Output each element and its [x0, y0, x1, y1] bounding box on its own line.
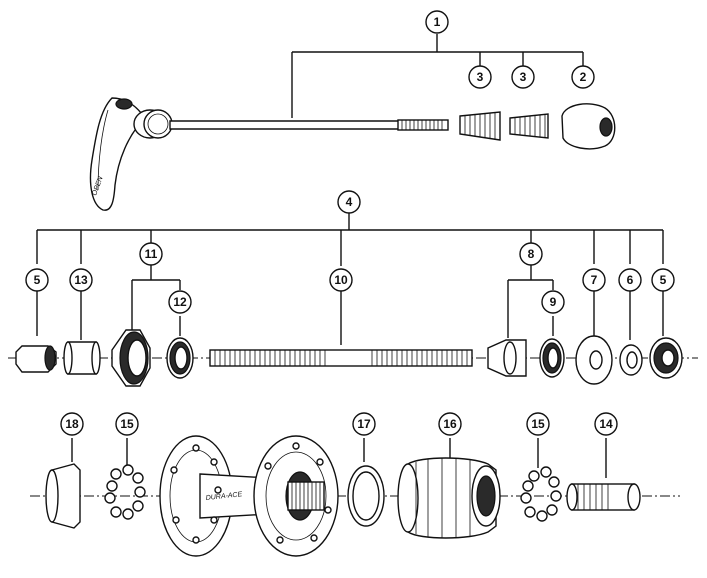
svg-text:6: 6 [627, 273, 634, 287]
svg-text:16: 16 [443, 417, 457, 431]
locknut-right [649, 337, 683, 379]
callout-3-left: 3 [468, 65, 492, 89]
cone-left [111, 329, 151, 387]
callout-18: 18 [60, 412, 84, 436]
svg-text:5: 5 [660, 273, 667, 287]
freehub-body [397, 457, 501, 539]
washer-large [575, 335, 613, 385]
svg-text:2: 2 [580, 70, 587, 84]
seal-left [166, 337, 194, 379]
callout-15-left: 15 [115, 412, 139, 436]
callout-2: 2 [571, 65, 595, 89]
svg-text:17: 17 [357, 417, 371, 431]
svg-text:13: 13 [74, 273, 88, 287]
svg-text:7: 7 [591, 273, 598, 287]
callout-5-right: 5 [651, 268, 675, 292]
svg-text:3: 3 [520, 70, 527, 84]
svg-text:12: 12 [173, 295, 187, 309]
svg-text:3: 3 [477, 70, 484, 84]
svg-text:18: 18 [65, 417, 79, 431]
adjusting-nut [561, 103, 616, 150]
svg-text:11: 11 [145, 247, 158, 261]
spring-left [459, 111, 501, 141]
spacer-ring [347, 465, 385, 527]
svg-text:4: 4 [346, 195, 353, 209]
dust-cap [45, 463, 81, 529]
callout-12: 12 [168, 290, 192, 314]
callout-6: 6 [618, 268, 642, 292]
callout-5-left: 5 [25, 268, 49, 292]
callout-10: 10 [329, 268, 353, 292]
callout-11: 11 [139, 242, 163, 266]
bearing-balls-right [520, 466, 562, 522]
hub-body: DURA-ACE [159, 435, 339, 557]
callout-17: 17 [352, 412, 376, 436]
spring-right [509, 113, 549, 139]
locknut-left [15, 345, 57, 373]
callout-4: 4 [337, 190, 361, 214]
freehub-fixing-bolt [566, 483, 641, 511]
svg-text:10: 10 [334, 273, 348, 287]
callout-15-right: 15 [526, 412, 550, 436]
callout-9: 9 [541, 290, 565, 314]
bearing-balls-left [104, 464, 146, 520]
cone-right [487, 339, 527, 377]
callout-1: 1 [425, 10, 449, 34]
hub-axle [209, 349, 473, 367]
callout-14: 14 [594, 412, 618, 436]
callout-8: 8 [519, 242, 543, 266]
callout-16: 16 [438, 412, 462, 436]
svg-text:8: 8 [528, 247, 535, 261]
callout-3-right: 3 [511, 65, 535, 89]
callout-13: 13 [69, 268, 93, 292]
svg-text:14: 14 [599, 417, 613, 431]
callout-7: 7 [582, 268, 606, 292]
hub-brand-label: DURA-ACE [205, 491, 242, 502]
svg-text:15: 15 [531, 417, 545, 431]
svg-text:15: 15 [120, 417, 134, 431]
spacer [63, 341, 101, 375]
svg-text:1: 1 [434, 15, 441, 29]
washer-small [619, 344, 643, 376]
svg-text:9: 9 [550, 295, 557, 309]
svg-text:5: 5 [34, 273, 41, 287]
seal-right [539, 338, 565, 378]
quick-release-assembly: OPEN [89, 34, 616, 211]
